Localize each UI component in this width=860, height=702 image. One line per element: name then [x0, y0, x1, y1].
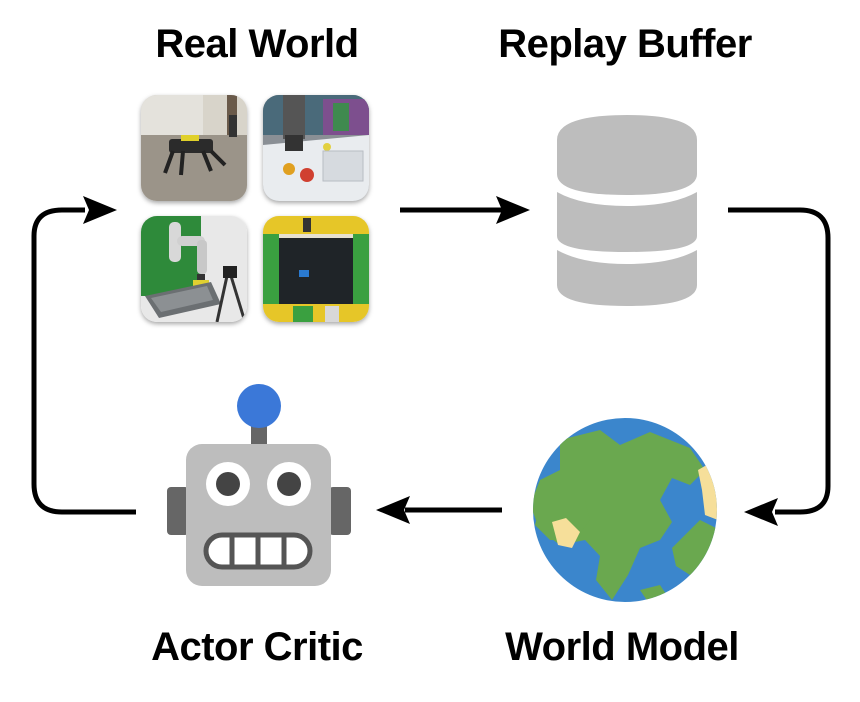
robot-arm-tray-photo — [141, 216, 247, 322]
actor-critic-label: Actor Critic — [151, 625, 363, 669]
robot-icon — [167, 384, 351, 586]
world-model-label: World Model — [505, 625, 739, 669]
arrowhead-actor-to-real — [83, 196, 117, 224]
arrowhead-world-to-actor — [376, 496, 410, 524]
arrowhead-buffer-to-world — [744, 498, 778, 526]
globe-icon — [533, 418, 717, 602]
database-icon — [557, 115, 697, 306]
robot-arm-fruit-photo — [263, 95, 369, 201]
replay-buffer-label: Replay Buffer — [498, 22, 752, 66]
real-world-label: Real World — [155, 22, 359, 66]
arrow-actor-to-real — [31, 207, 136, 515]
rc-car-arena-photo — [263, 216, 369, 322]
quadruped-robot-photo — [141, 95, 247, 201]
arrowhead-real-to-buffer — [496, 196, 530, 224]
flow-arrows — [31, 196, 831, 526]
arrow-buffer-to-world — [728, 207, 831, 515]
